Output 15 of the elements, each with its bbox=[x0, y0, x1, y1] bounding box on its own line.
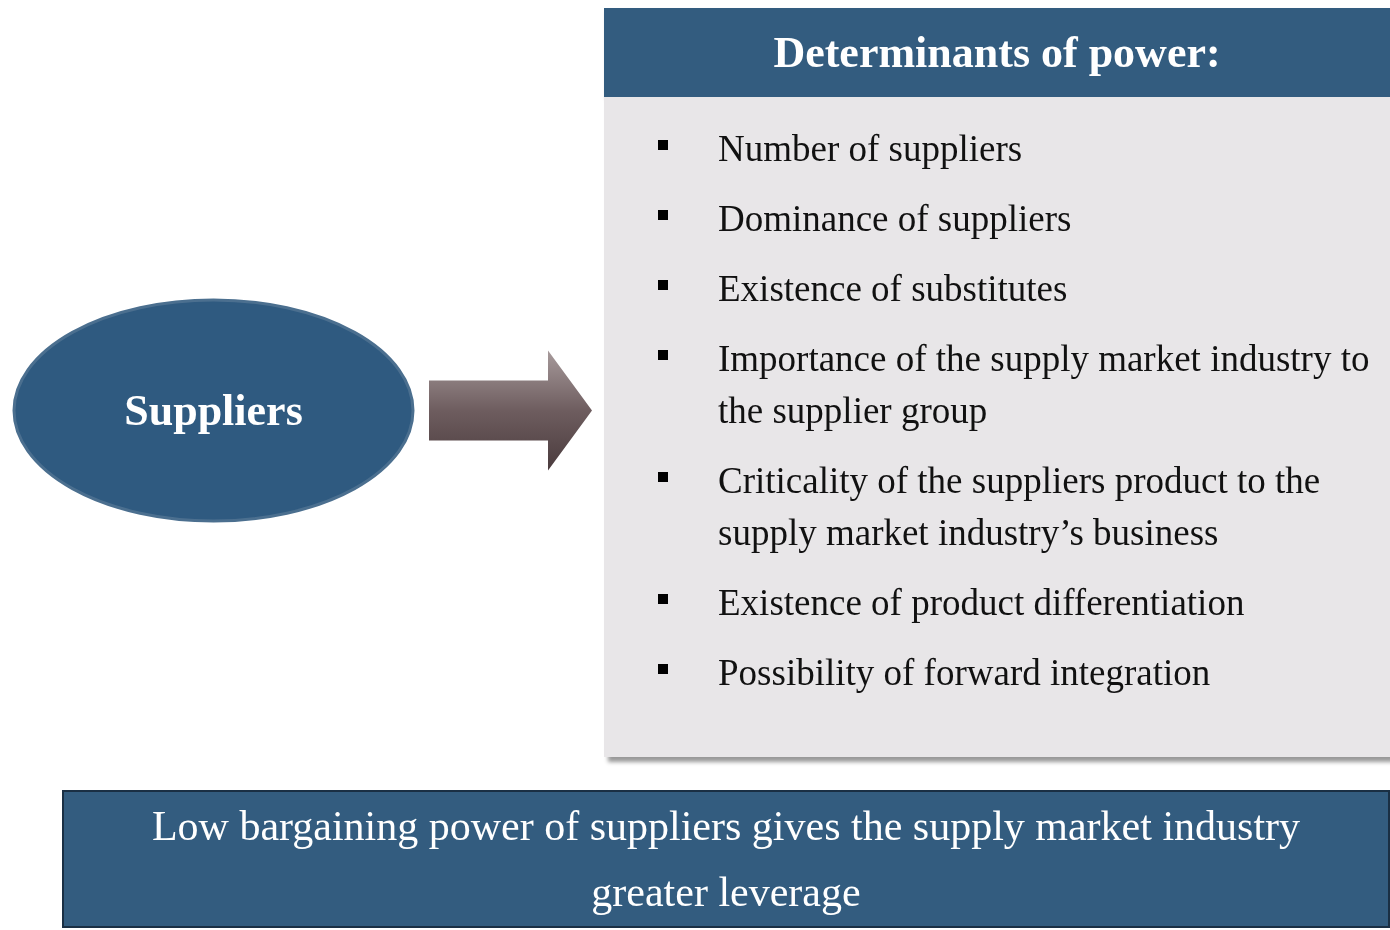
conclusion-box bbox=[62, 790, 1390, 928]
list-item: Dominance of suppliers bbox=[718, 197, 1072, 241]
list-item: Existence of product differentiation bbox=[718, 581, 1245, 625]
node-label: Suppliers bbox=[124, 385, 303, 436]
heading: Determinants of power: bbox=[773, 27, 1221, 78]
list-item: Importance of the supply market industry to the supplier group bbox=[718, 337, 1371, 433]
list-item: Possibility of forward integration bbox=[718, 651, 1211, 695]
list-item: Criticality of the suppliers product to the supply market industry’s business bbox=[718, 459, 1322, 555]
block-arrow bbox=[429, 350, 592, 471]
conclusion-text: Low bargaining power of suppliers gives the supply market industry greater leverage bbox=[150, 802, 1302, 917]
list-item: Number of suppliers bbox=[718, 127, 1023, 171]
list-item: Existence of substitutes bbox=[718, 267, 1068, 311]
header-band bbox=[604, 8, 1390, 97]
ellipse-node bbox=[12, 298, 415, 523]
list-panel bbox=[604, 97, 1390, 757]
